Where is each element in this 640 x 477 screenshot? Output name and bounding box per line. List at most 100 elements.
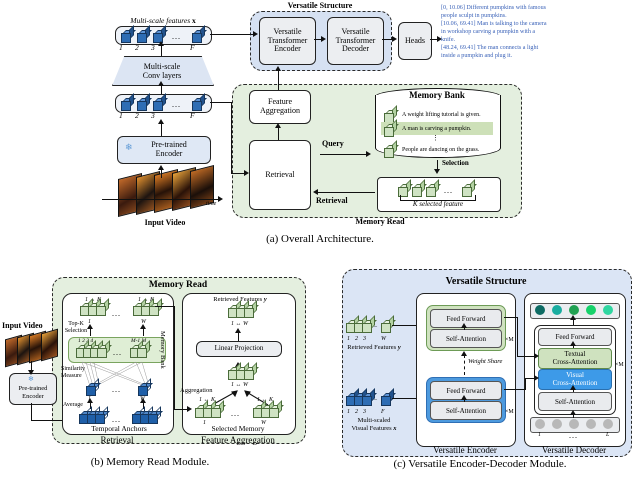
versatile-transformer-encoder[interactable]: Versatile Transformer Encoder — [259, 17, 316, 65]
arrowhead-query-dec — [570, 410, 576, 415]
timeline-arrowhead — [218, 196, 223, 202]
arrowhead-avg-1 — [87, 398, 93, 403]
versatile-structure-title-c: Versatile Structure — [445, 275, 527, 287]
strip-ellipsis: ... — [172, 100, 181, 109]
retrieval-arrowhead — [313, 189, 318, 195]
arrow-vf-encoder — [392, 398, 424, 400]
heads-box[interactable]: Heads — [398, 22, 432, 60]
output-caption-1: [10.06, 69.41] Man is talking to the cam… — [441, 21, 547, 44]
enc-index-F: F — [190, 111, 195, 120]
versatile-encoder-label: Versatile Encoder — [433, 444, 497, 455]
arrow-enc-text-inner — [464, 326, 466, 330]
sim-line1: Similarity — [61, 366, 85, 372]
multiscale-conv-layers[interactable]: Multi-scale Conv layers — [112, 56, 214, 86]
topk-range-W: 1 ↔ K — [138, 297, 155, 303]
rfc-text: Retrieved Features — [347, 344, 397, 351]
msf-text: Multi-scale features — [130, 16, 191, 25]
arrowhead-strip2-retrieval — [244, 170, 249, 176]
arrowhead-topk-W — [140, 324, 146, 329]
multiscale-feature-strip: ... — [115, 25, 212, 45]
memory-bank-vertical-ellipsis: ⋮ — [432, 134, 439, 142]
similarity-measure-label: Similarity Measure — [61, 366, 91, 380]
arrowhead-enc-text-inner — [461, 323, 467, 328]
query-ellipsis: ... — [569, 431, 578, 440]
versatile-transformer-decoder[interactable]: Versatile Transformer Decoder — [327, 17, 384, 65]
selected-features-box: ... K selected feature — [377, 177, 501, 212]
query-dot — [603, 419, 613, 429]
query-dot — [552, 419, 562, 429]
versatile-structure-title: Versatile Structure — [287, 0, 353, 10]
msf-index-3: 3 — [151, 43, 155, 52]
msf-index-F: F — [190, 43, 195, 52]
msf-symbol: x — [192, 16, 196, 25]
arrow-enc-visual-inner — [464, 398, 466, 402]
arrow-lp-rf — [238, 331, 240, 341]
encoder-self-attention-text[interactable]: Self-Attention — [430, 329, 502, 348]
output-caption-2: [48.24, 69.41] The man connects a light … — [441, 45, 539, 60]
rfc-idx-3: 3 — [363, 336, 366, 342]
arrowhead-enc-visual-inner — [461, 395, 467, 400]
arrow-pte-strip2 — [161, 122, 163, 136]
memory-bank-item[interactable]: People are dancing on the grass. — [381, 140, 493, 158]
arrow-dec-sa — [573, 388, 575, 392]
link-topk-agg-h2 — [174, 409, 188, 411]
output-captions: [0, 10.06] Different pumpkins with famou… — [441, 4, 549, 60]
vfc-idx-1: 1 — [347, 409, 350, 415]
arrowhead-dec-heads — [392, 36, 397, 42]
feature-aggregation-box[interactable]: Feature Aggregation — [249, 90, 311, 124]
query-arrowhead — [366, 151, 371, 157]
memory-read-module-title: Memory Read — [148, 280, 208, 291]
panel-b-input-video-label: Input Video — [2, 321, 43, 330]
k-selected-label: K selected feature — [412, 200, 464, 208]
arrowhead-video-pte — [158, 165, 164, 170]
xM-label-decoder: ×M — [615, 362, 624, 368]
output-dot — [552, 305, 562, 315]
arrow-query-dec — [573, 413, 575, 418]
multiscale-features-label: Multi-scale features x — [108, 16, 218, 25]
memory-bank-item-selected[interactable]: A man is carving a pumpkin. — [381, 119, 493, 137]
retrieval-label: Retrieval — [265, 169, 295, 179]
input-video-label: Input Video — [144, 218, 186, 227]
rfc-idx-2: 2 — [355, 336, 358, 342]
retrieval-box[interactable]: Retrieval — [249, 140, 311, 210]
rfc-idx-1: 1 — [347, 336, 350, 342]
arrowhead-strip-encoder — [253, 31, 258, 37]
arrowhead-b-video-pte — [28, 370, 34, 375]
memory-bank-item[interactable]: A weight lifting tutorial is given. — [381, 105, 493, 123]
vtd-line2: Transformer — [335, 35, 376, 45]
query-dot — [586, 419, 596, 429]
memory-item-text: A weight lifting tutorial is given. — [402, 112, 481, 118]
pte-b-line1: Pre-trained — [18, 385, 48, 393]
query-index-start: 1 — [538, 432, 541, 438]
arrowhead-retrieval-fa — [275, 123, 281, 128]
arrow-enc-dec — [314, 39, 322, 41]
caption-a: (a) Overall Architecture. — [266, 233, 374, 245]
decoder-self-attention[interactable]: Self-Attention — [538, 392, 612, 411]
encoder-self-attention-visual[interactable]: Self-Attention — [430, 401, 502, 420]
weight-share-label: Weight Share — [468, 358, 503, 365]
link-enc-text-dec-h2 — [517, 356, 537, 358]
fa-line2: Aggregation — [260, 106, 300, 115]
xM-label-enc-visual: ×M — [505, 409, 514, 415]
link-strip2-retrieval-h2 — [231, 173, 245, 175]
query-arrow — [320, 154, 367, 156]
arrowhead-avg-W — [140, 398, 146, 403]
heads-label: Heads — [405, 35, 425, 45]
linear-projection-box[interactable]: Linear Projection — [196, 341, 282, 357]
arrow-conv-strip — [161, 44, 163, 56]
pretrained-encoder-box[interactable]: ❄ Pre-trained Encoder — [117, 136, 211, 164]
vfc-idx-F: F — [381, 409, 385, 415]
panel-b-pretrained-encoder[interactable]: ❄ Pre-trained Encoder — [9, 373, 57, 405]
textual-cross-attention[interactable]: Textual Cross-Attention — [538, 348, 612, 369]
vte-line3: Encoder — [274, 44, 301, 54]
retrieval-arrow — [318, 192, 375, 194]
link-fa-encoder — [278, 69, 280, 90]
arrow-strip-encoder — [210, 34, 254, 36]
arrowhead-decoder-out — [570, 315, 576, 320]
vfc-line1: Multi-scaled — [357, 417, 391, 424]
output-dot — [586, 305, 596, 315]
tca-line1: Textual — [564, 350, 586, 359]
ff-label: Feed Forward — [446, 314, 486, 323]
enc-index-1: 1 — [119, 111, 123, 120]
arrow-strip2-conv — [161, 84, 163, 94]
